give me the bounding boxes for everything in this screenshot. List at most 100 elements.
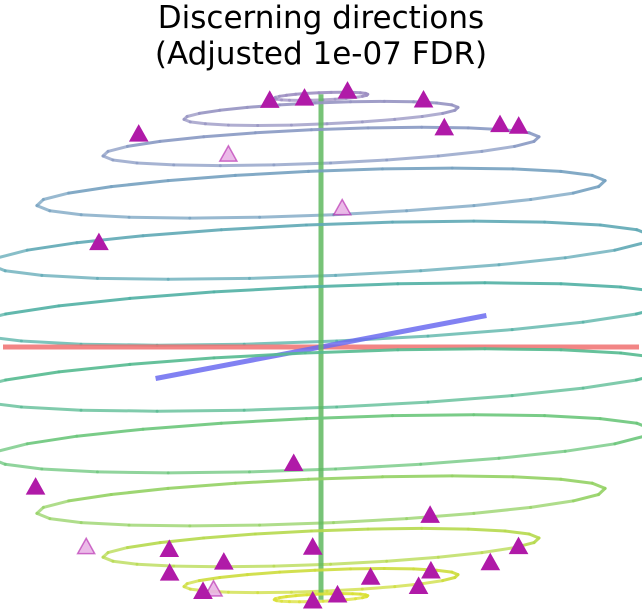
sphere-ring-segment <box>543 220 602 227</box>
data-point-marker <box>159 563 180 581</box>
sphere-ring-segment <box>393 115 424 121</box>
sphere-ring-segment <box>57 362 132 374</box>
sphere-ring-segment <box>128 290 216 300</box>
sphere-ring-segment <box>380 166 454 171</box>
data-point-marker <box>421 560 441 579</box>
sphere-ring-segment <box>202 532 257 540</box>
data-point-marker <box>128 124 149 142</box>
sphere-ring-segment <box>278 568 317 574</box>
sphere-ring-segment <box>435 568 454 574</box>
sphere-ring-segment <box>305 91 321 95</box>
sphere-ring-segment <box>185 111 201 118</box>
sphere-ring-segment <box>619 351 642 358</box>
sphere-ring-segment <box>197 576 222 583</box>
data-point-marker <box>490 114 510 133</box>
sphere-ring-segment <box>155 408 246 413</box>
sphere-ring-segment <box>203 122 230 127</box>
sphere-ring-segment <box>40 467 99 474</box>
sphere-ring-segment <box>510 386 585 398</box>
sphere-ring-segment <box>141 228 223 238</box>
sphere-ring-segment <box>188 215 262 220</box>
chart-title-block: Discerning directions (Adjusted 1e-07 FD… <box>0 0 642 72</box>
sphere-ring-segment <box>0 460 7 466</box>
sphere-ring-segment <box>111 158 139 165</box>
sphere-ring-segment <box>563 248 617 260</box>
sphere-ring-segment <box>75 427 145 438</box>
sphere-ring-segment <box>172 163 222 168</box>
sphere-ring-segment <box>166 470 251 475</box>
chart-title: Discerning directions <box>157 0 485 36</box>
sphere-ring-segment <box>420 579 445 586</box>
sphere-ring-segment <box>529 191 575 201</box>
data-point-marker <box>508 116 529 134</box>
sphere-ring-segment <box>109 486 170 496</box>
sphere-ring-segment <box>503 529 531 536</box>
sphere-ring-segment <box>313 567 353 572</box>
sphere-ring-segment <box>111 559 139 566</box>
data-point-marker <box>332 197 353 216</box>
sphere-ring-segment <box>127 215 192 220</box>
sphere-ring-segment <box>4 370 61 382</box>
sphere-ring-segment <box>405 511 476 521</box>
chart-subtitle: (Adjusted 1e-07 FDR) <box>154 36 488 72</box>
sphere-ring-segment <box>450 474 515 479</box>
sphere-ring-segment <box>0 312 8 318</box>
sphere-ring-segment <box>635 421 642 427</box>
sphere-ring-segment <box>294 593 309 598</box>
sphere-ring-segment <box>559 348 623 355</box>
sphere-ring-segment <box>253 128 313 135</box>
sphere-ring-segment <box>385 555 440 563</box>
sphere-ring-segment <box>325 120 364 126</box>
sphere-ring-segment <box>366 125 424 130</box>
sphere-ring-segment <box>109 179 170 189</box>
sphere-ring-segment <box>95 470 170 475</box>
data-point-marker <box>408 576 429 594</box>
sphere-ring-segment <box>185 579 201 586</box>
sphere-ring-segment <box>405 204 476 213</box>
sphere-ring-segment <box>75 234 145 245</box>
data-point-marker <box>214 552 234 570</box>
sphere-ring-segment <box>127 523 192 528</box>
data-point-marker <box>327 584 348 603</box>
sphere-ring-segment <box>634 310 642 316</box>
sphere-ring-segment <box>426 328 514 338</box>
sphere-ring-segment <box>559 169 594 177</box>
sphere-ring-segment <box>380 474 454 479</box>
sphere-ring-segment <box>483 281 563 286</box>
sphere-ring-segment <box>590 481 607 490</box>
sphere-ring-segment <box>101 555 115 563</box>
sphere-ring-segment <box>571 185 601 195</box>
sphere-ring-segment <box>3 269 44 277</box>
sphere-ring-segment <box>79 521 131 527</box>
sphere-ring-segment <box>304 220 394 227</box>
data-point-marker <box>302 590 323 609</box>
sphere-ring-segment <box>559 282 623 289</box>
sphere-ring-segment <box>466 527 507 533</box>
sphere-ring-segment <box>472 505 533 515</box>
sphere-ring-segment <box>613 435 642 446</box>
sphere-ring-segment <box>391 413 476 418</box>
sphere-ring-segment <box>329 158 389 165</box>
sphere-ring-segment <box>396 347 487 352</box>
sphere-ring-segment <box>510 320 585 332</box>
sphere-ring-segment <box>581 378 638 390</box>
sphere-ring-segment <box>307 475 384 481</box>
data-point-marker <box>283 453 304 472</box>
sphere-ring-segment <box>511 167 563 173</box>
sphere-ring-segment <box>419 263 501 273</box>
sphere-ring-segment <box>166 276 251 281</box>
sphere-ring-segment <box>218 163 276 168</box>
sphere-ring-segment <box>598 223 639 232</box>
sphere-ring-segment <box>450 166 515 171</box>
sphere-ring-segment <box>303 282 400 289</box>
sphere-ring-segment <box>483 347 563 352</box>
sphere-ring-segment <box>619 285 642 292</box>
sphere-ring-segment <box>166 173 237 183</box>
sphere-ring-segment <box>219 417 308 425</box>
sphere-ring-segment <box>361 93 369 98</box>
sphere-ring-segment <box>19 405 83 412</box>
sphere-ring-segment <box>212 351 307 360</box>
sphere-ring-segment <box>385 154 440 162</box>
sphere-ring-segment <box>360 585 397 591</box>
sphere-ring-segment <box>511 475 563 481</box>
